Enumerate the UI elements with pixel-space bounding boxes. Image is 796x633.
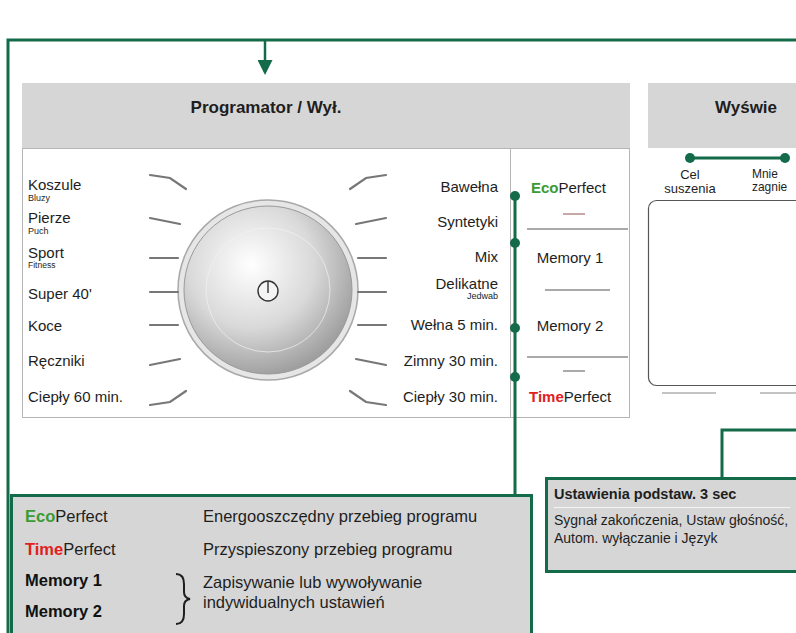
leader-line xyxy=(690,157,785,160)
button-name: Perfect xyxy=(559,179,607,196)
program-name: Syntetyki xyxy=(437,213,498,230)
panel-band xyxy=(22,83,630,148)
divider xyxy=(527,229,628,230)
button-name: Eco xyxy=(531,179,559,196)
program-name: Pierze xyxy=(28,209,71,226)
program-name: Fitness xyxy=(28,261,55,271)
program-mark xyxy=(150,359,180,365)
button-name: Memory 2 xyxy=(520,317,620,334)
power-symbol xyxy=(267,281,268,293)
button-name: Time xyxy=(529,388,564,405)
program-mark xyxy=(358,257,386,259)
display-label: Cel suszenia xyxy=(657,168,723,195)
program-mark xyxy=(150,175,186,189)
leader-dot xyxy=(780,153,790,163)
table-row: Energooszczędny przebieg programu xyxy=(203,507,477,527)
button-column xyxy=(511,149,630,418)
button-name: Memory 1 xyxy=(25,571,102,589)
program-mark xyxy=(356,359,386,365)
led-mark xyxy=(563,370,585,372)
program-name: Ręczniki xyxy=(28,352,85,369)
button-name: Perfect xyxy=(564,388,612,405)
callout-box: EcoPerfectEnergooszczędny przebieg progr… xyxy=(10,494,533,633)
table-row: Przyspieszony przebieg programu xyxy=(203,540,452,560)
heading: Programator / Wył. xyxy=(28,97,504,118)
description: Zapisywanie lub wywoływanie indywidualny… xyxy=(203,573,422,611)
leader-dot xyxy=(510,191,520,201)
program-name: Wełna 5 min. xyxy=(411,316,498,333)
program-name: Koce xyxy=(28,317,62,334)
program-mark xyxy=(150,218,180,224)
program-name: Mix xyxy=(475,248,498,265)
program-mark xyxy=(150,324,178,326)
button-name: Perfect xyxy=(55,507,107,525)
leader-dot xyxy=(510,238,520,248)
program-name: Puch xyxy=(28,226,49,236)
table-row: TimePerfect xyxy=(25,540,116,560)
power-symbol xyxy=(258,281,278,301)
program-mark xyxy=(150,391,186,405)
pointer-arrow xyxy=(264,40,267,72)
divider xyxy=(545,290,610,291)
table-row: Memory 2 xyxy=(25,602,102,622)
programmer-panel xyxy=(23,149,511,418)
program-mark xyxy=(150,257,178,259)
program-name: Delikatne xyxy=(435,275,498,292)
table-row: EcoPerfect xyxy=(25,507,108,527)
program-mark xyxy=(356,218,386,224)
program-mark xyxy=(350,175,386,189)
program-name: Ciepły 60 min. xyxy=(28,388,123,405)
divider xyxy=(527,357,628,358)
heading: Ustawienia podstaw. 3 sec xyxy=(554,485,790,508)
description: Energooszczędny przebieg programu xyxy=(203,507,477,525)
display-window xyxy=(649,201,796,386)
display-mark xyxy=(662,393,716,394)
button-name: Eco xyxy=(25,507,55,525)
dial-highlight xyxy=(206,228,330,352)
panel-header: Wyświe xyxy=(648,83,796,148)
display-mark xyxy=(760,393,796,394)
table-row: Memory 1 xyxy=(25,571,102,591)
program-name: Bluzy xyxy=(28,193,50,203)
program-name: Koszule xyxy=(28,176,81,193)
leader-dot xyxy=(510,372,520,382)
program-name: Super 40' xyxy=(28,285,92,302)
program-name: Sport xyxy=(28,244,64,261)
leader-dot xyxy=(685,153,695,163)
program-mark xyxy=(350,391,386,405)
display-label: Mnie zagnie xyxy=(752,168,795,193)
program-name: Zimny 30 min. xyxy=(404,352,498,369)
dial-ring xyxy=(178,200,358,380)
program-mark xyxy=(358,324,386,326)
body-text: Sygnał zakończenia, Ustaw głośność, Auto… xyxy=(554,512,790,547)
description: Przyspieszony przebieg programu xyxy=(203,540,452,558)
program-name: Bawełna xyxy=(440,178,498,195)
program-name: Jedwab xyxy=(467,291,498,301)
panel-band xyxy=(648,83,796,148)
dial-knob xyxy=(184,206,352,374)
led-mark xyxy=(563,213,585,215)
program-name: Ciepły 30 min. xyxy=(403,388,498,405)
table-row: Zapisywanie lub wywoływanie indywidualny… xyxy=(203,573,523,613)
leader-dot xyxy=(510,323,520,333)
panel-header: Programator / Wył. xyxy=(22,83,510,148)
program-mark xyxy=(358,291,386,293)
program-mark xyxy=(150,291,178,293)
leader-line xyxy=(722,430,796,479)
button-name: Memory 1 xyxy=(520,249,620,266)
button-name: Time xyxy=(25,540,63,558)
heading: Wyświe xyxy=(715,97,792,118)
button-name: Perfect xyxy=(63,540,115,558)
callout-box: Ustawienia podstaw. 3 secSygnał zakończe… xyxy=(545,477,796,573)
button-name: Memory 2 xyxy=(25,602,102,620)
